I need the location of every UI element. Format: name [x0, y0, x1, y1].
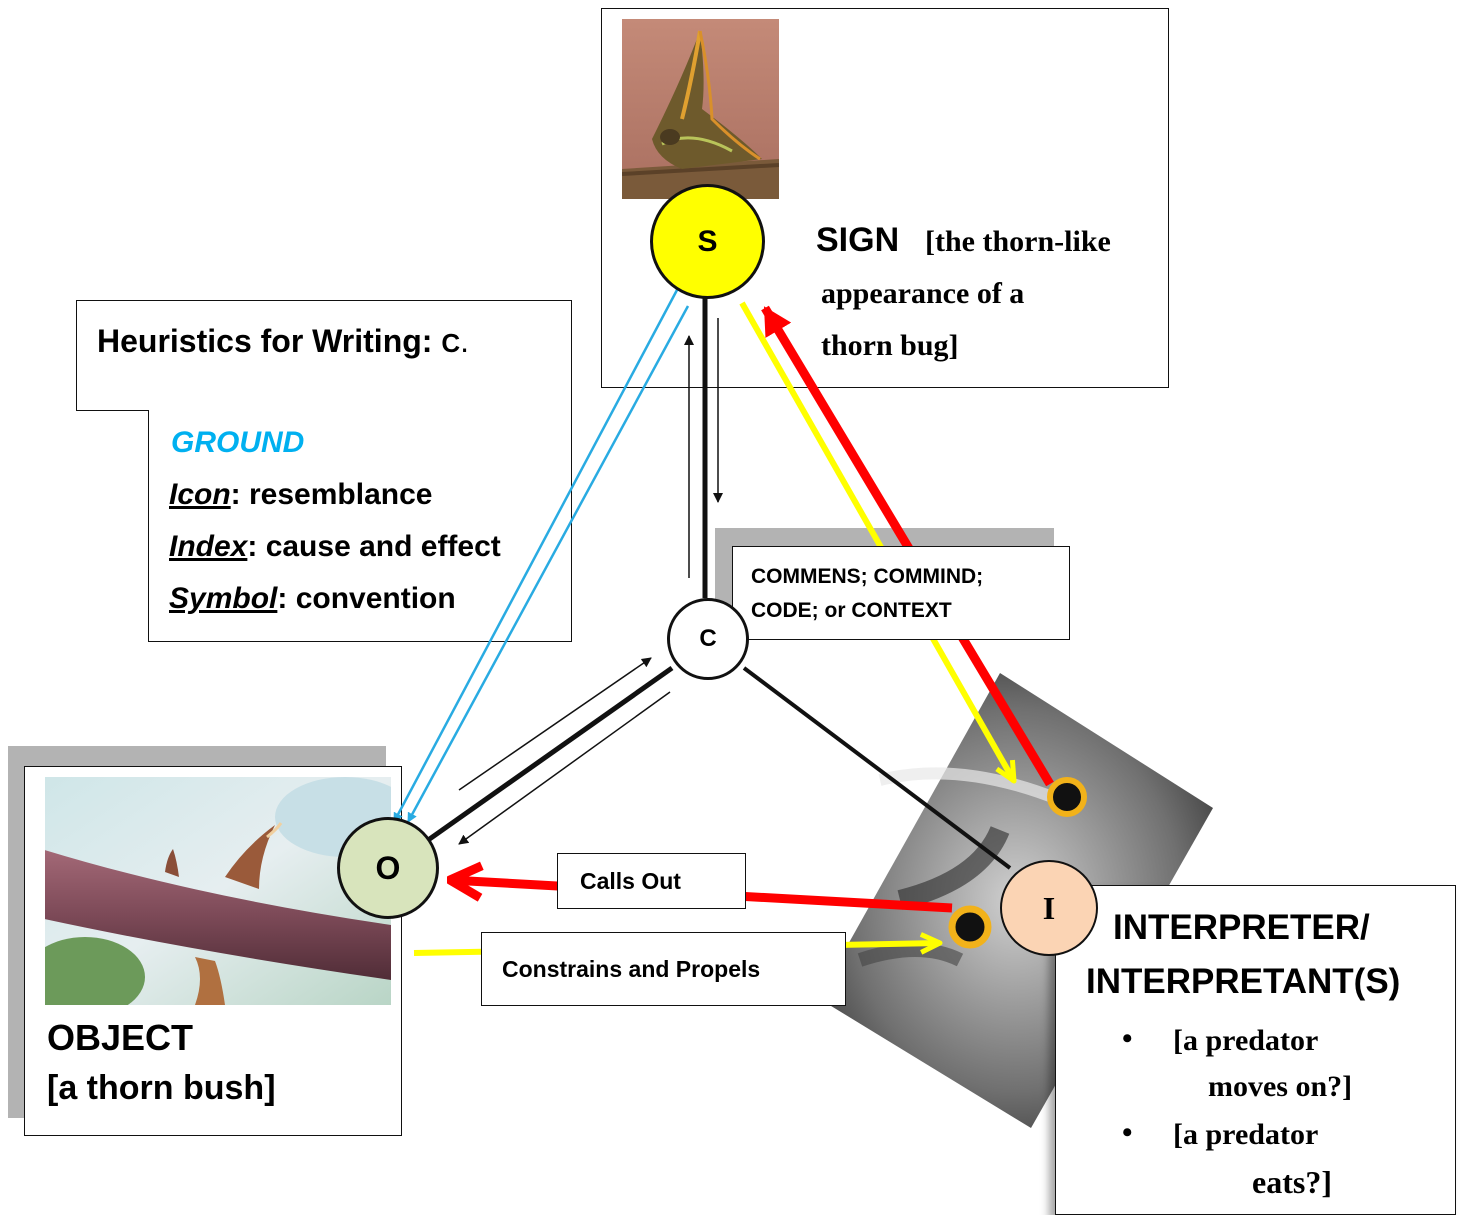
- ground-item-icon: Icon: resemblance: [169, 478, 432, 512]
- interpreter-title-line1: INTERPRETER/: [1113, 908, 1370, 947]
- ground-colon: :: [277, 582, 296, 615]
- interpreter-bullet-2-line2: eats?]: [1252, 1164, 1332, 1200]
- calls-out-label: Calls Out: [557, 853, 746, 909]
- commens-line2: CODE; or CONTEXT: [751, 599, 952, 622]
- ground-item-symbol: Symbol: convention: [169, 582, 456, 616]
- arrow-commens-to-object: [458, 691, 671, 845]
- ground-item-index: Index: cause and effect: [169, 530, 501, 564]
- ground-term-icon: Icon: [169, 478, 231, 511]
- interpreter-bullet-1-line1: [a predator: [1173, 1024, 1319, 1057]
- sign-desc-line3: thorn bug]: [821, 329, 959, 362]
- owl-eye-upper: [1047, 777, 1087, 817]
- edge-commens-object: [412, 665, 674, 853]
- heuristics-suffix: C: [441, 328, 461, 358]
- object-desc: [a thorn bush]: [47, 1069, 276, 1107]
- ground-term-symbol: Symbol: [169, 582, 278, 615]
- arrow-object-to-commens: [458, 657, 652, 791]
- interpreter-box: INTERPRETER/ INTERPRETANT(S) • [a predat…: [1055, 885, 1456, 1215]
- ground-desc-symbol: convention: [295, 582, 456, 615]
- commens-node[interactable]: C: [667, 598, 749, 680]
- heuristics-title: Heuristics for Writing: C.: [97, 323, 469, 360]
- sign-node[interactable]: S: [650, 184, 765, 299]
- commens-label: COMMENS; COMMIND; CODE; or CONTEXT: [732, 546, 1070, 640]
- ground-term-index: Index: [169, 530, 248, 563]
- object-node[interactable]: O: [337, 817, 439, 919]
- interpreter-bullet-2-line1: [a predator: [1173, 1118, 1319, 1151]
- sign-desc-line2: appearance of a: [821, 277, 1025, 310]
- interpreter-node[interactable]: I: [1000, 860, 1098, 956]
- interpreter-bullet-dot-1: •: [1122, 1022, 1133, 1055]
- heuristics-box: Heuristics for Writing: C.: [76, 300, 572, 411]
- interpreter-bullet-dot-2: •: [1122, 1116, 1133, 1149]
- interpreter-bullet-1-line2: moves on?]: [1208, 1070, 1353, 1103]
- constrains-label: Constrains and Propels: [481, 932, 846, 1006]
- heuristics-title-text: Heuristics for Writing:: [97, 323, 433, 359]
- object-box: OBJECT [a thorn bush]: [24, 766, 402, 1136]
- edge-commens-interpreter: [742, 666, 1012, 870]
- ground-desc-icon: resemblance: [249, 478, 433, 511]
- ground-title: GROUND: [171, 426, 305, 459]
- interpreter-title-line2: INTERPRETANT(S): [1086, 962, 1401, 1001]
- owl-eye-lower: [948, 905, 992, 949]
- ground-box: GROUND Icon: resemblance Index: cause an…: [148, 410, 572, 642]
- object-title: OBJECT: [47, 1017, 194, 1058]
- sign-desc-line1: [the thorn-like: [925, 225, 1111, 258]
- blue-arrow-sign-to-object-2: [406, 305, 690, 823]
- ground-desc-index: cause and effect: [265, 530, 501, 563]
- thorn-bug-photo: [622, 19, 779, 199]
- commens-line1: COMMENS; COMMIND;: [751, 565, 984, 588]
- heuristics-period: .: [460, 323, 469, 359]
- yellow-arrow-sign-to-interpreter: [739, 301, 1017, 784]
- ground-colon: :: [247, 530, 266, 563]
- blue-arrow-sign-to-object-1: [392, 289, 679, 823]
- ground-colon: :: [230, 478, 249, 511]
- sign-title: SIGN: [816, 221, 900, 259]
